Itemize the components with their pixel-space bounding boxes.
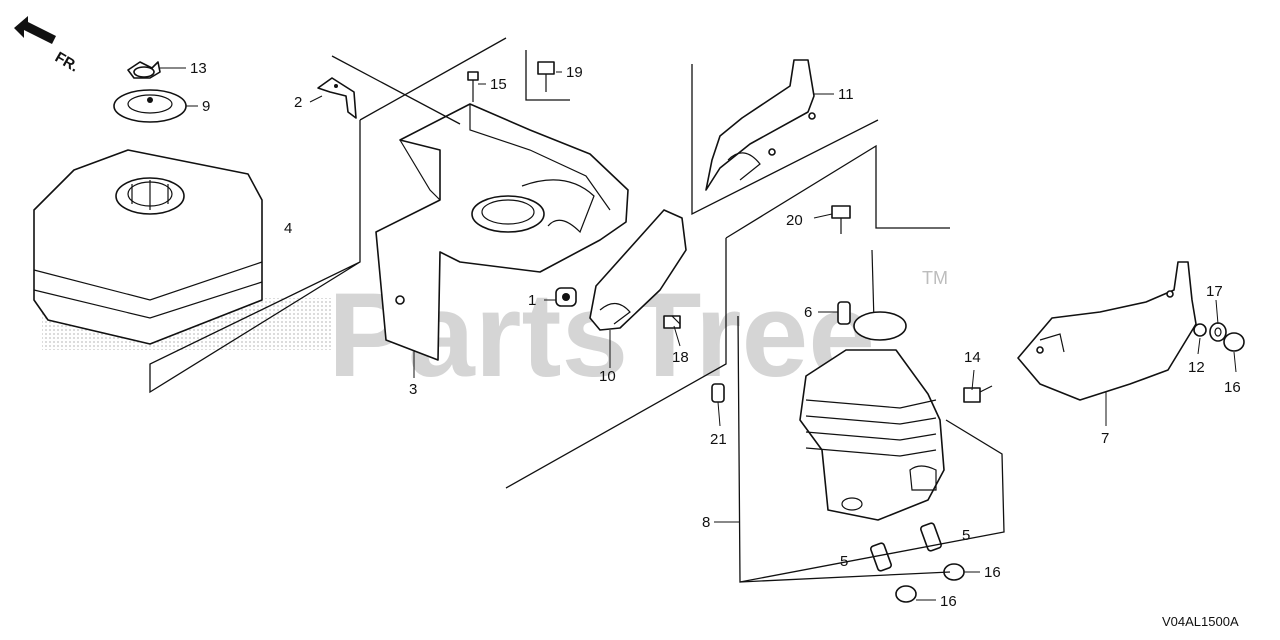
front-label: FR. <box>52 49 81 76</box>
callout-6: 6 <box>804 304 812 321</box>
part-16-nut-c <box>1223 332 1245 352</box>
part-15-bolt <box>467 71 479 102</box>
part-11-muffler-guard <box>705 59 816 191</box>
callout-13: 13 <box>190 60 207 77</box>
callout-3: 3 <box>409 381 417 398</box>
callout-2: 2 <box>294 94 302 111</box>
callout-16-a: 16 <box>984 564 1001 581</box>
assembly-lines <box>149 37 1005 583</box>
callout-10: 10 <box>599 368 616 385</box>
part-9-fuel-cap <box>113 89 187 123</box>
callout-1: 1 <box>528 292 536 309</box>
callout-7: 7 <box>1101 430 1109 447</box>
part-6-pin <box>837 301 851 325</box>
callout-12: 12 <box>1188 359 1205 376</box>
callout-9: 9 <box>202 98 210 115</box>
part-18-bolt <box>663 315 681 329</box>
part-1-grommet <box>555 287 577 307</box>
front-arrow-icon <box>14 16 56 44</box>
front-direction-indicator: FR. <box>14 16 81 76</box>
part-20-bolt <box>831 205 851 234</box>
part-4-fuel-tank <box>33 149 263 345</box>
callout-16-c: 16 <box>1224 379 1241 396</box>
part-2-bracket <box>317 77 357 119</box>
callouts: 13 9 4 2 3 15 19 1 10 18 11 20 6 21 8 5 … <box>190 60 1241 610</box>
callout-18: 18 <box>672 349 689 366</box>
callout-15: 15 <box>490 76 507 93</box>
callout-19: 19 <box>566 64 583 81</box>
part-3-engine-shroud <box>375 103 629 361</box>
part-8-muffler <box>799 249 945 521</box>
part-13-wing-nut <box>127 61 161 79</box>
callout-20: 20 <box>786 212 803 229</box>
watermark-trademark: TM <box>922 268 948 288</box>
callout-8: 8 <box>702 514 710 531</box>
part-14-bolt <box>963 385 993 403</box>
callout-5-b: 5 <box>962 527 970 544</box>
part-19-flange-bolt <box>537 61 555 92</box>
part-5-stud-b <box>920 522 942 552</box>
callout-21: 21 <box>710 431 727 448</box>
part-7-muffler-protector <box>1017 261 1197 401</box>
part-17-washer <box>1209 322 1227 342</box>
callout-17: 17 <box>1206 283 1223 300</box>
callout-4: 4 <box>284 220 292 237</box>
part-10-heat-guard <box>589 209 687 331</box>
callout-14: 14 <box>964 349 981 366</box>
part-12-collar <box>1193 323 1207 337</box>
callout-16-b: 16 <box>940 593 957 610</box>
part-16-nut-b <box>895 585 917 603</box>
leader-lines <box>160 67 1237 601</box>
callout-5-a: 5 <box>840 553 848 570</box>
part-21-clip <box>711 383 725 403</box>
callout-11: 11 <box>838 86 854 103</box>
diagram-code: V04AL1500A <box>1162 614 1239 629</box>
